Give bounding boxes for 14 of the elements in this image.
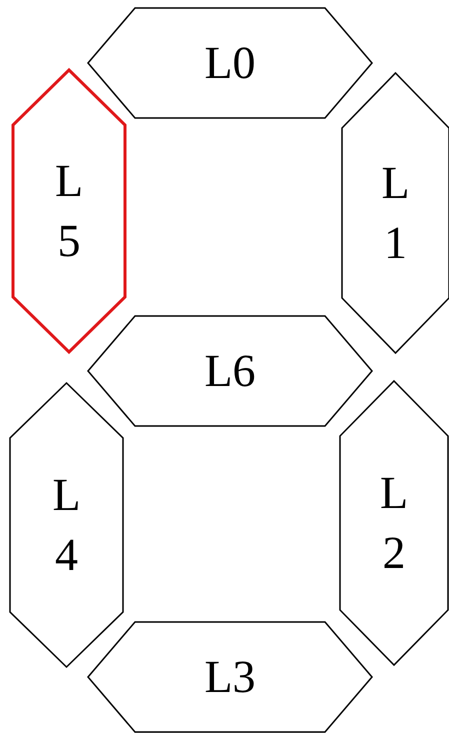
- display-segment: [13, 70, 125, 352]
- segment-label: L6: [203, 344, 257, 398]
- segment-label: L 4: [51, 468, 82, 582]
- segment-label: L 5: [54, 154, 84, 268]
- segment-label: L0: [203, 36, 257, 90]
- display-segment: [88, 316, 372, 426]
- segment-label: L3: [203, 650, 257, 704]
- display-segment: [88, 622, 372, 732]
- segment-label: L 1: [380, 156, 411, 270]
- display-segment: [342, 73, 449, 353]
- display-segment: [340, 381, 448, 665]
- segment-label: L 2: [378, 466, 410, 580]
- display-segment: [10, 383, 123, 667]
- display-segment: [88, 8, 372, 118]
